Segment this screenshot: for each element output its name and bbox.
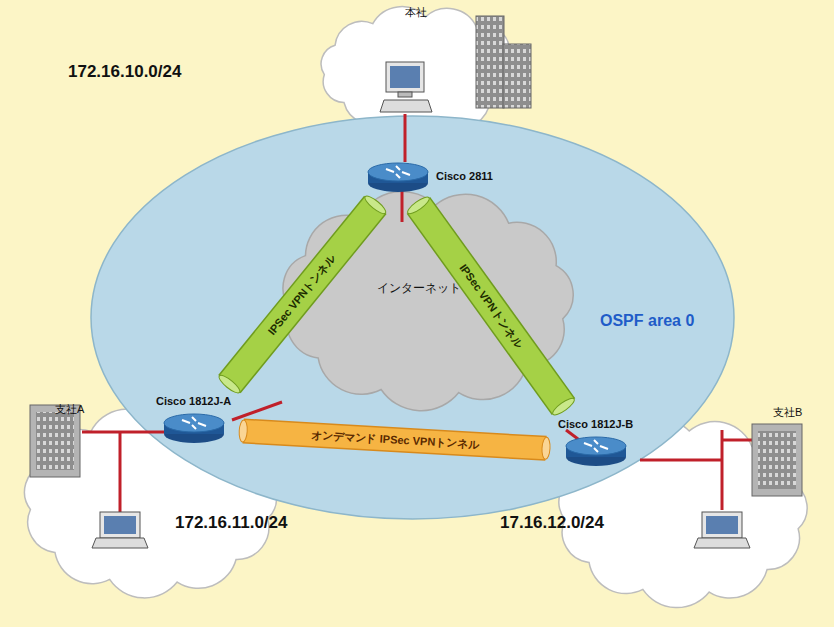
router-icon-part <box>566 437 626 455</box>
site-cloud-outline <box>0 395 300 610</box>
illustration-part <box>758 431 796 489</box>
illustration-part <box>694 538 750 548</box>
hq-computer <box>380 62 432 112</box>
area-label: 支社B <box>773 406 802 419</box>
illustration-part <box>30 405 80 477</box>
area-label: 支社A <box>55 403 84 416</box>
illustration-part <box>640 459 722 462</box>
subnet-label: 17.16.12.0/24 <box>500 513 604 533</box>
illustration-part <box>476 16 504 108</box>
subnet-label: 172.16.10.0/24 <box>68 62 181 82</box>
illustration-part <box>104 516 136 534</box>
router-icon-part <box>182 417 206 429</box>
branch-b-server <box>752 424 802 496</box>
router-icon-part <box>368 163 428 181</box>
router-icon <box>162 411 226 445</box>
router-name: Cisco 2811 <box>433 170 496 183</box>
ospf-area-shape <box>91 116 734 519</box>
site-cloud-shape <box>25 409 277 598</box>
hq-building <box>476 16 531 108</box>
router: Cisco 1812J-B <box>552 418 639 468</box>
illustration-part <box>119 432 122 512</box>
router-icon-part <box>584 440 608 452</box>
illustration-part <box>390 66 420 88</box>
illustration-part <box>100 512 140 538</box>
router-icon <box>564 434 628 468</box>
internet-cloud-outline <box>255 175 600 425</box>
branch-a-server <box>30 405 80 477</box>
illustration-part <box>401 190 404 222</box>
illustration-part <box>721 430 724 510</box>
internet-cloud: インターネット <box>255 175 600 425</box>
router: Cisco 2811 <box>366 160 496 194</box>
internet-cloud-shape <box>283 191 573 410</box>
illustration-part <box>386 62 424 92</box>
site-cloud: 支社B17.16.12.0/24 <box>535 405 830 620</box>
illustration-part <box>82 431 172 434</box>
router: Cisco 1812J-A <box>150 395 237 445</box>
illustration-part <box>92 538 148 548</box>
site-cloud: 本社172.16.10.0/24 <box>300 0 540 140</box>
site-cloud-outline <box>300 0 540 140</box>
illustration-part <box>36 412 74 470</box>
illustration-part <box>752 424 802 496</box>
area-label: 本社 <box>405 6 427 19</box>
router-icon <box>366 160 430 194</box>
subnet-label: OSPF area 0 <box>600 311 694 330</box>
illustration-part <box>398 92 412 97</box>
illustration-part <box>380 100 432 112</box>
router-icon-part <box>164 414 224 432</box>
site-cloud: 支社A 172.16.11.0/24 <box>0 395 300 610</box>
area-label: インターネット <box>377 281 461 295</box>
branch-a-laptop <box>92 512 148 548</box>
router-name: Cisco 1812J-B <box>555 418 636 431</box>
site-cloud-outline <box>535 405 830 620</box>
router-name: Cisco 1812J-A <box>153 395 234 408</box>
subnet-label: 172.16.11.0/24 <box>175 513 288 533</box>
router-icon-part <box>386 166 410 178</box>
illustration-part <box>503 44 531 108</box>
branch-b-laptop <box>694 512 750 548</box>
illustration-part <box>722 439 752 442</box>
illustration-part <box>404 114 407 162</box>
illustration-part <box>702 512 742 538</box>
illustration-part <box>706 516 738 534</box>
